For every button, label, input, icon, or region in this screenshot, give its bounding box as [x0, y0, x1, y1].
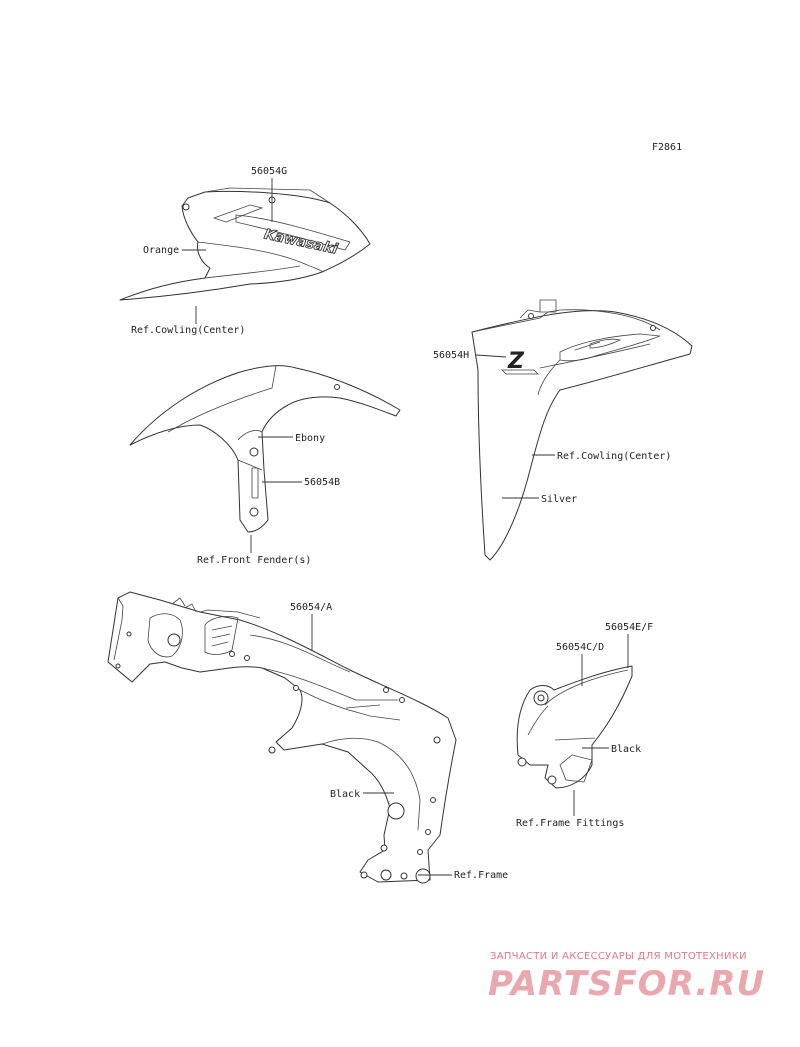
watermark-subtitle: ЗАПЧАСТИ И АКСЕССУАРЫ ДЛЯ МОТОТЕХНИКИ: [490, 951, 747, 962]
callout-ebony: Ebony: [295, 433, 325, 444]
callout-56054G: 56054G: [251, 166, 287, 177]
callout-56054B: 56054B: [304, 477, 340, 488]
z-decal-text: Z: [507, 349, 525, 374]
callout-orange: Orange: [143, 245, 179, 256]
callout-56054H: 56054H: [433, 350, 469, 361]
kawasaki-decal-text: Kawasaki: [263, 227, 339, 258]
z-decal-underline: [501, 369, 539, 375]
front-fender-drawing: [129, 365, 401, 533]
callout-ref-front-fender: Ref.Front Fender(s): [197, 555, 311, 566]
frame-drawing: [107, 591, 457, 884]
leader-56054H: [475, 354, 507, 358]
callout-black-fitting: Black: [611, 744, 641, 755]
callout-56054EF: 56054E/F: [605, 622, 653, 633]
callout-56054CD: 56054C/D: [556, 642, 604, 653]
callout-ref-frame-fittings: Ref.Frame Fittings: [516, 818, 624, 829]
callout-black-frame: Black: [330, 789, 360, 800]
frame-fitting-drawing: [516, 665, 633, 789]
callout-ref-frame: Ref.Frame: [454, 870, 508, 881]
cowling-right-drawing: [471, 299, 693, 561]
callout-56054A: 56054/A: [290, 602, 332, 613]
watermark-logo: PARTSFOR.RU: [488, 964, 766, 1004]
callout-ref-cowling-center-2: Ref.Cowling(Center): [557, 451, 671, 462]
callout-ref-cowling-center-1: Ref.Cowling(Center): [131, 325, 245, 336]
callout-silver: Silver: [541, 494, 577, 505]
figure-code: F2861: [652, 142, 682, 153]
